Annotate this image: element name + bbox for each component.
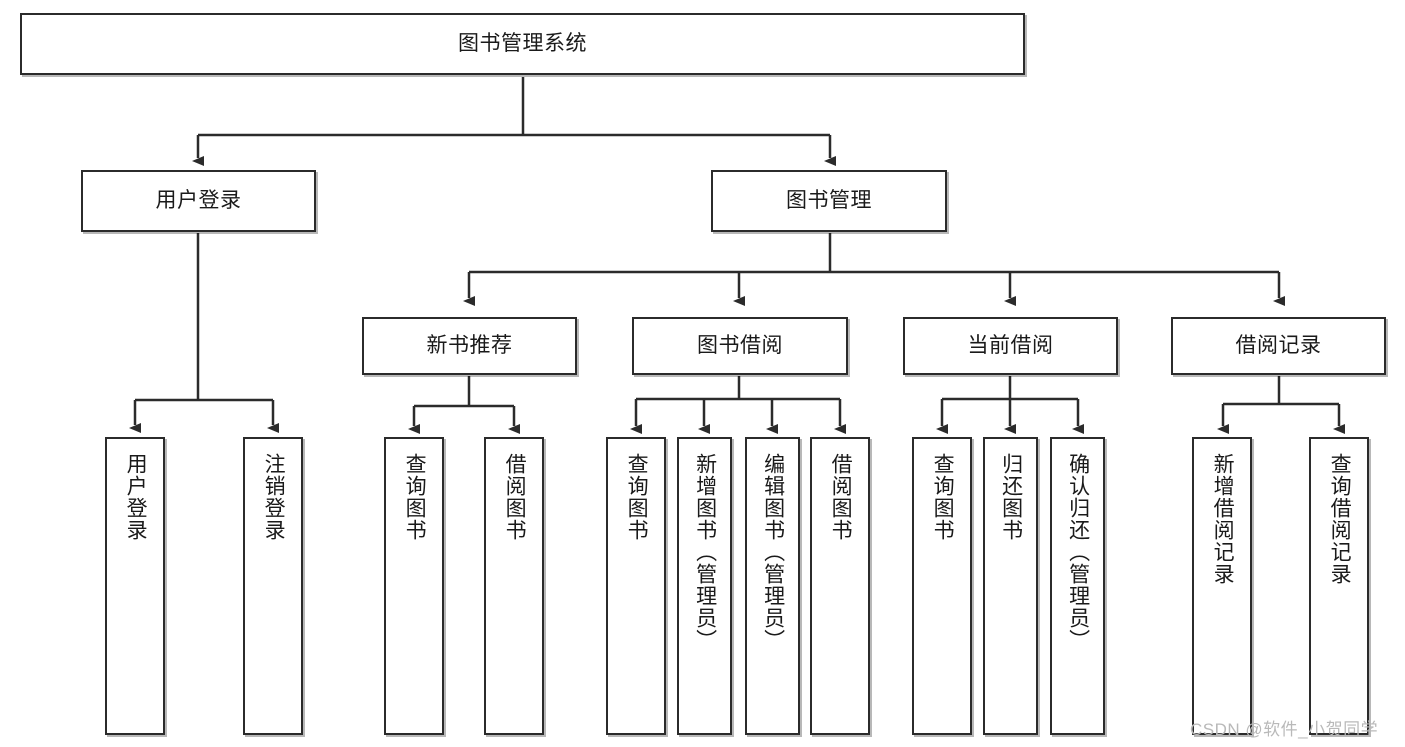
node-book-borrow[interactable]: 图书借阅: [632, 317, 848, 375]
node-leaf-return-book[interactable]: 归还图书: [983, 437, 1038, 735]
node-root[interactable]: 图书管理系统: [20, 13, 1025, 75]
node-leaf-add-book[interactable]: 新增图书（管理员）: [677, 437, 732, 735]
node-leaf-add-book-label: 新增图书（管理员）: [693, 453, 717, 651]
node-leaf-query-book-2-label: 查询图书: [625, 453, 649, 541]
node-leaf-query-book-3[interactable]: 查询图书: [912, 437, 972, 735]
node-book-borrow-label: 图书借阅: [697, 333, 783, 357]
node-leaf-borrow-book-2[interactable]: 借阅图书: [810, 437, 870, 735]
node-leaf-query-book-3-label: 查询图书: [931, 453, 955, 541]
node-leaf-logout[interactable]: 注销登录: [243, 437, 303, 735]
node-leaf-logout-label: 注销登录: [262, 453, 286, 541]
node-leaf-query-record[interactable]: 查询借阅记录: [1309, 437, 1369, 735]
node-current-borrow-label: 当前借阅: [967, 333, 1054, 357]
node-borrow-record[interactable]: 借阅记录: [1171, 317, 1386, 375]
node-new-book-recommend[interactable]: 新书推荐: [362, 317, 577, 375]
node-user-login[interactable]: 用户登录: [81, 170, 316, 232]
node-leaf-user-login[interactable]: 用户登录: [105, 437, 165, 735]
node-user-login-label: 用户登录: [155, 188, 242, 212]
node-leaf-query-book-1-label: 查询图书: [403, 453, 427, 541]
node-book-management[interactable]: 图书管理: [711, 170, 947, 232]
node-leaf-add-record[interactable]: 新增借阅记录: [1192, 437, 1252, 735]
node-leaf-user-login-label: 用户登录: [124, 453, 148, 541]
node-new-book-recommend-label: 新书推荐: [426, 333, 513, 357]
node-leaf-add-record-label: 新增借阅记录: [1211, 453, 1235, 585]
node-leaf-borrow-book-2-label: 借阅图书: [829, 453, 853, 541]
node-leaf-confirm-return[interactable]: 确认归还（管理员）: [1050, 437, 1105, 735]
node-leaf-confirm-return-label: 确认归还（管理员）: [1066, 453, 1090, 651]
node-leaf-query-book-1[interactable]: 查询图书: [384, 437, 444, 735]
node-leaf-return-book-label: 归还图书: [999, 453, 1023, 541]
node-borrow-record-label: 借阅记录: [1235, 333, 1322, 357]
node-leaf-borrow-book-1[interactable]: 借阅图书: [484, 437, 544, 735]
csdn-watermark: CSDN @软件_小贺同学: [1190, 720, 1379, 739]
node-leaf-borrow-book-1-label: 借阅图书: [503, 453, 527, 541]
node-current-borrow[interactable]: 当前借阅: [903, 317, 1118, 375]
node-leaf-query-book-2[interactable]: 查询图书: [606, 437, 666, 735]
node-book-management-label: 图书管理: [786, 188, 872, 212]
node-root-label: 图书管理系统: [458, 31, 587, 55]
node-leaf-query-record-label: 查询借阅记录: [1328, 453, 1352, 585]
node-leaf-edit-book-label: 编辑图书（管理员）: [761, 453, 785, 651]
node-leaf-edit-book[interactable]: 编辑图书（管理员）: [745, 437, 800, 735]
